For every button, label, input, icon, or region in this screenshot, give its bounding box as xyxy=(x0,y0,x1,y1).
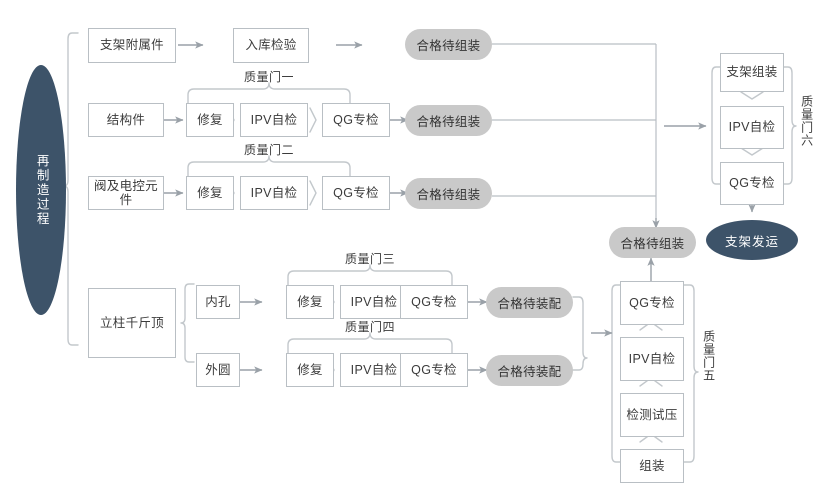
gate4-bracket xyxy=(288,333,452,355)
root-node-label: 再制造过程 xyxy=(34,153,49,227)
box-row1-node1[interactable]: 支架附属件 xyxy=(88,28,176,63)
box-gate6-step-1[interactable]: 支架组装 xyxy=(720,53,784,92)
pill-branch1-result[interactable]: 合格待装配 xyxy=(486,287,573,318)
pill-branch2-result[interactable]: 合格待装配 xyxy=(486,355,573,386)
box-branch2-step-2[interactable]: IPV自检 xyxy=(340,353,408,387)
chevron-r2-2 xyxy=(310,108,316,132)
shipping-node-label: 支架发运 xyxy=(724,234,779,249)
box-branch1-step-2[interactable]: IPV自检 xyxy=(340,285,408,319)
chevron-g6-2 xyxy=(741,148,763,155)
box-row3-step-2[interactable]: IPV自检 xyxy=(240,176,308,210)
gate2-bracket xyxy=(188,156,350,178)
pill-gate5-output[interactable]: 合格待组装 xyxy=(609,227,696,258)
gate5-right-bracket xyxy=(684,285,698,462)
gate-label-1: 质量门一 xyxy=(243,70,294,84)
box-branch1-step-3[interactable]: QG专检 xyxy=(400,285,468,319)
box-branch2-step-3[interactable]: QG专检 xyxy=(400,353,468,387)
gate-label-4: 质量门四 xyxy=(344,320,395,334)
root-node[interactable]: 再制造过程 xyxy=(16,65,66,315)
root-brace xyxy=(64,33,78,345)
box-pillar-source[interactable]: 立柱千斤顶 xyxy=(88,288,176,358)
box-row2-step-3[interactable]: QG专检 xyxy=(322,103,390,137)
box-gate5-step-4[interactable]: 组装 xyxy=(620,449,684,483)
box-gate6-step-3[interactable]: QG专检 xyxy=(720,162,784,205)
box-row3-step-3[interactable]: QG专检 xyxy=(322,176,390,210)
box-branch2-name[interactable]: 外圆 xyxy=(196,353,240,387)
box-gate5-step-1[interactable]: QG专检 xyxy=(620,281,684,325)
box-branch1-step-1[interactable]: 修复 xyxy=(286,285,334,319)
box-row2-step-1[interactable]: 修复 xyxy=(186,103,234,137)
box-row3-step-1[interactable]: 修复 xyxy=(186,176,234,210)
shipping-node[interactable]: 支架发运 xyxy=(706,220,798,260)
box-row2-step-2[interactable]: IPV自检 xyxy=(240,103,308,137)
box-row1-node2[interactable]: 入库检验 xyxy=(233,28,309,63)
box-gate5-step-3[interactable]: 检测试压 xyxy=(620,393,684,437)
box-row2-source[interactable]: 结构件 xyxy=(88,103,164,137)
gate-label-5: 质量门五 xyxy=(701,330,716,382)
pill-row3-result[interactable]: 合格待组装 xyxy=(405,178,492,209)
box-branch2-step-1[interactable]: 修复 xyxy=(286,353,334,387)
box-gate6-step-2[interactable]: IPV自检 xyxy=(720,106,784,149)
box-branch1-name[interactable]: 内孔 xyxy=(196,285,240,319)
chevron-g6-1 xyxy=(741,92,763,99)
gate-label-3: 质量门三 xyxy=(344,252,395,266)
gate-label-2: 质量门二 xyxy=(243,143,294,157)
box-gate5-step-2[interactable]: IPV自检 xyxy=(620,337,684,381)
box-row3-source[interactable]: 阀及电控元件 xyxy=(88,176,164,210)
gate3-bracket xyxy=(288,265,452,287)
gate-label-6: 质量门六 xyxy=(799,95,814,147)
pill-row1-result[interactable]: 合格待组装 xyxy=(405,29,492,60)
gate1-bracket xyxy=(188,83,350,105)
pillar-brace xyxy=(181,284,194,362)
assembly-pills-brace xyxy=(573,297,587,370)
gate6-right-bracket xyxy=(782,67,796,184)
pill-row2-result[interactable]: 合格待组装 xyxy=(405,105,492,136)
chevron-r3-2 xyxy=(310,181,316,205)
